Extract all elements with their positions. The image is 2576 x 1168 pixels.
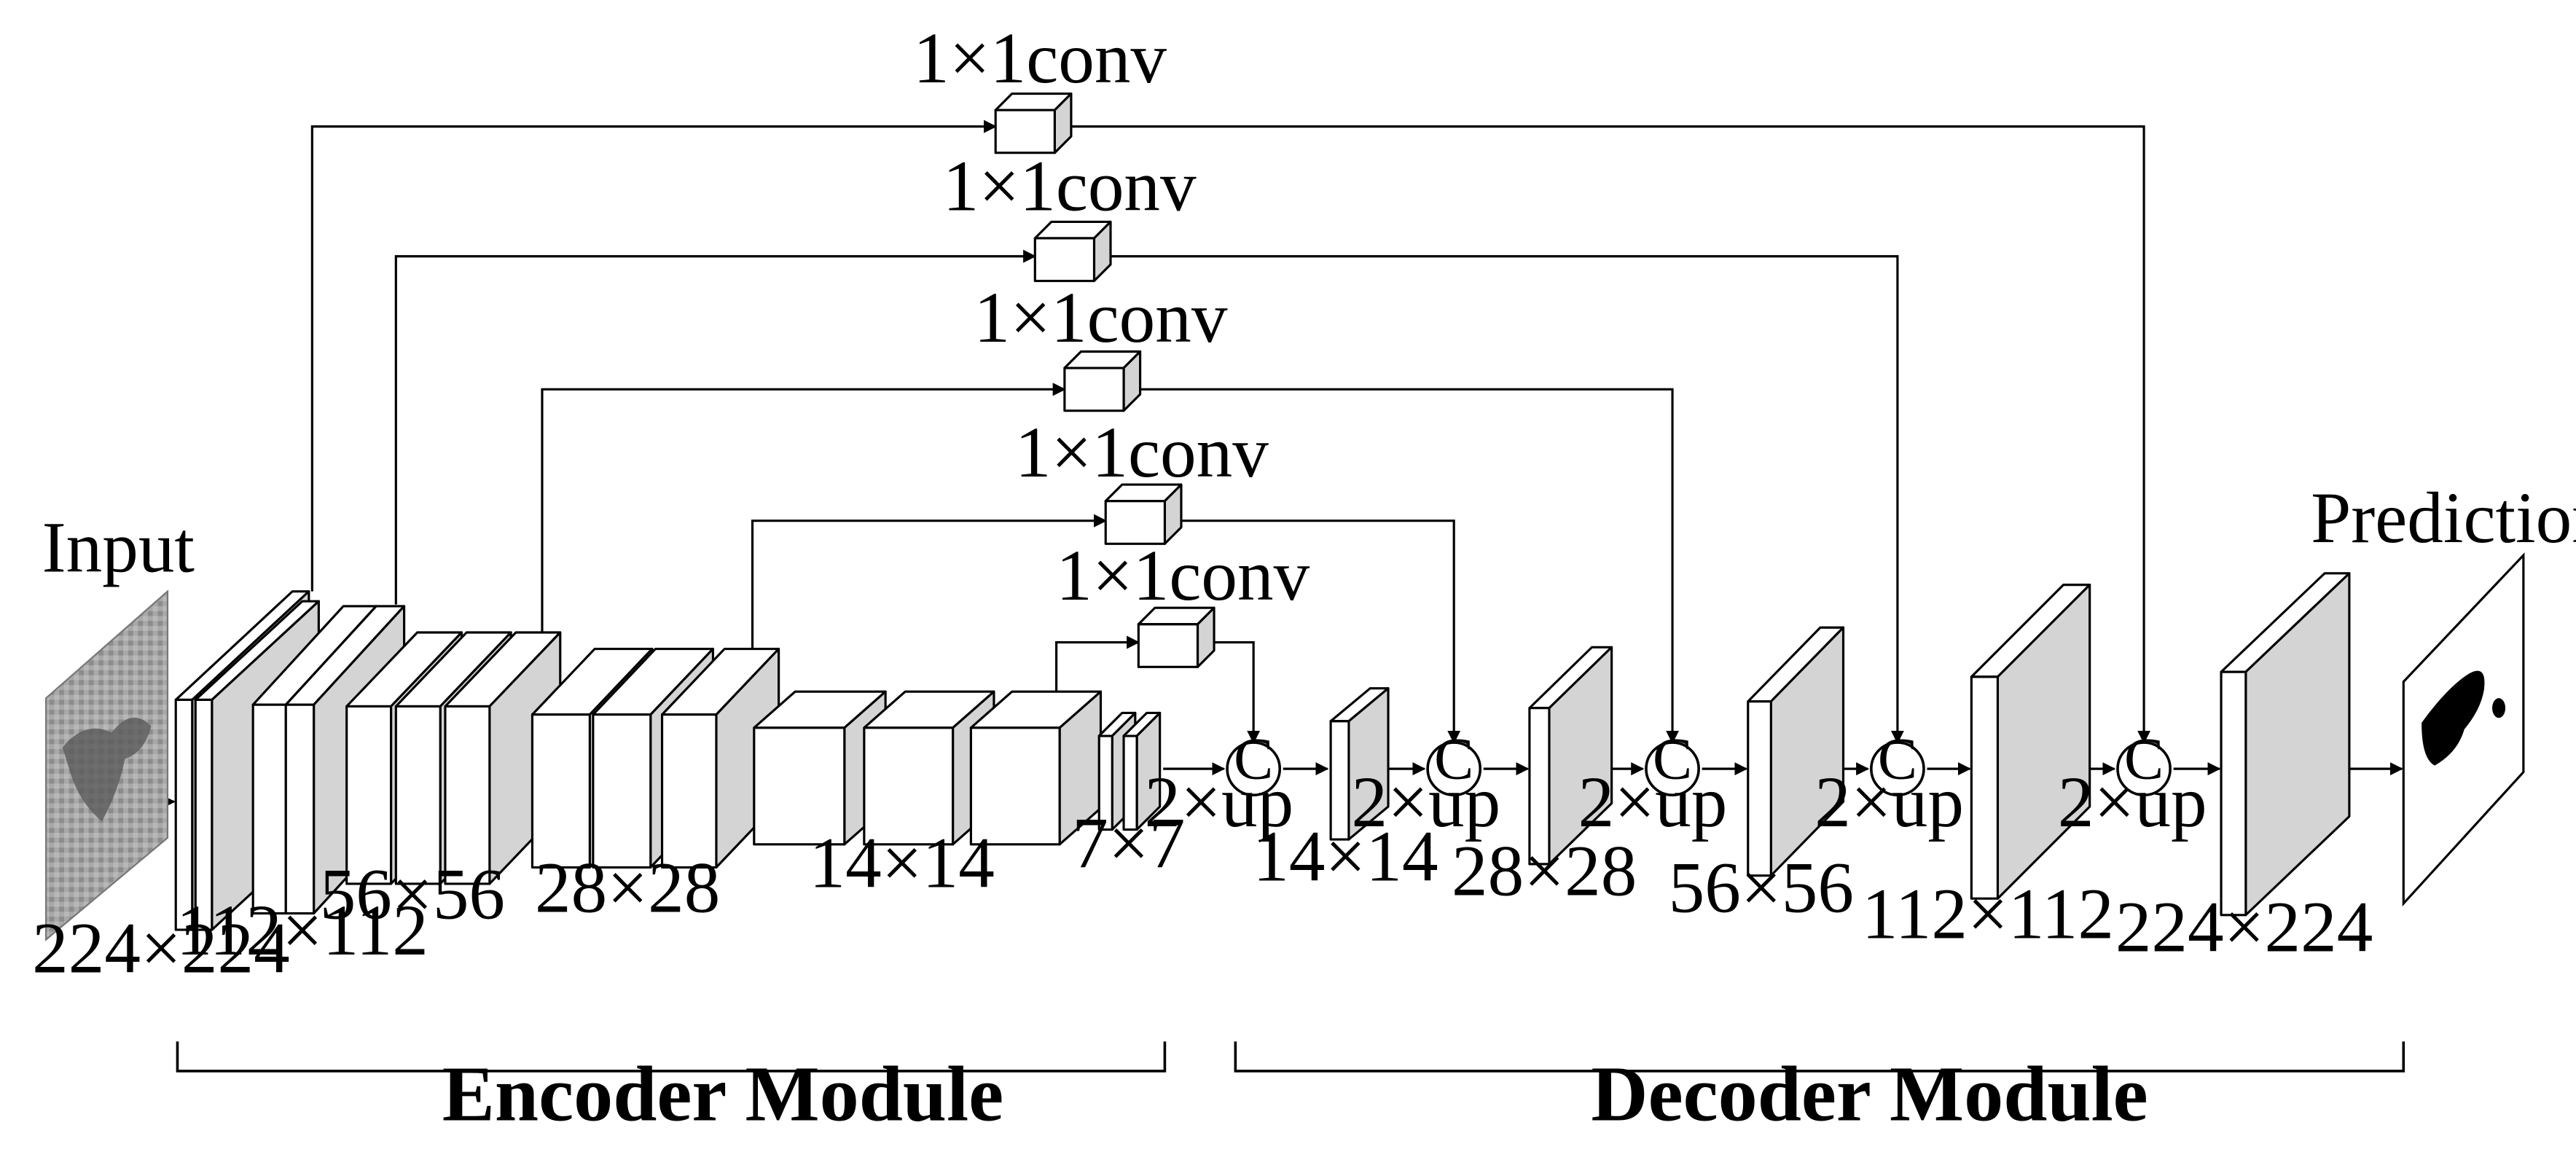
encoder-size-label: 112×112 [176,891,428,971]
layer-blocks [174,92,2351,931]
conv1x1-block [1063,350,1142,412]
conv1x1-label: 1×1conv [943,147,1197,227]
decoder-layer-block [1528,646,1613,866]
concat-node: C [1226,726,1282,797]
concat-nodes: C C C C C [1226,726,2172,797]
decoder-size-label: 112×112 [1862,874,2114,954]
svg-text:C: C [2124,726,2164,792]
conv1x1-label: 1×1conv [1056,536,1309,616]
concat-node: C [1645,726,1700,797]
prediction-label: Prediction [2311,479,2576,558]
decoder-size-label: 224×224 [2115,887,2373,967]
decoder-size-label: 56×56 [1669,848,1854,928]
conv1x1-block [1137,606,1215,668]
upsample-label: 2×up [1144,763,1293,842]
encoder-layer-block [969,690,1103,846]
prediction-mask [2402,552,2525,907]
encoder-size-label: 28×28 [535,848,720,928]
encoder-size-label: 56×56 [320,855,505,934]
input-label: Input [42,509,195,588]
upsample-label: 2×up [2058,763,2207,842]
skip-connection [310,119,2151,744]
conv1x1-block [994,92,1073,154]
decoder-size-label: 28×28 [1452,832,1637,912]
decoder-layer-block [1747,626,1845,877]
conv1x1-label: 1×1conv [974,278,1228,358]
encoder-bracket [176,1041,1167,1073]
encoder-module-label: Encoder Module [442,1051,1003,1138]
skip-connection [394,249,1904,744]
conv1x1-block [1033,220,1112,283]
conv1x1-label: 1×1conv [1015,413,1269,493]
conv1x1-label: 1×1conv [913,19,1167,98]
encoder-size-label: 7×7 [1072,804,1185,883]
decoder-layer-block [2220,572,2351,917]
encoder-layer-block [1122,711,1162,831]
decoder-layer-block [1970,584,2091,900]
svg-text:C: C [1653,726,1692,792]
decoder-size-label: 14×14 [1253,817,1438,896]
input-image [44,589,169,942]
skip-connection [1055,635,1261,744]
skip-connection [541,383,1680,744]
decoder-bracket [1234,1041,2405,1073]
upsample-label: 2×up [1352,763,1501,842]
input-size-label: 224×224 [32,909,290,989]
upsample-label: 2×up [1578,763,1728,842]
concat-node: C [1426,726,1482,797]
svg-text:C: C [1234,726,1273,792]
svg-text:C: C [1434,726,1473,792]
concat-node: C [2116,726,2172,797]
concat-node: C [1870,726,1925,797]
decoder-module-label: Decoder Module [1591,1051,2148,1138]
skip-connection [751,514,1461,744]
conv1x1-block [1104,483,1183,545]
encoder-size-label: 14×14 [810,823,995,903]
svg-text:C: C [1878,726,1917,792]
upsample-label: 2×up [1814,763,1964,842]
skip-connections [310,119,2151,744]
decoder-layer-block [1329,687,1390,841]
